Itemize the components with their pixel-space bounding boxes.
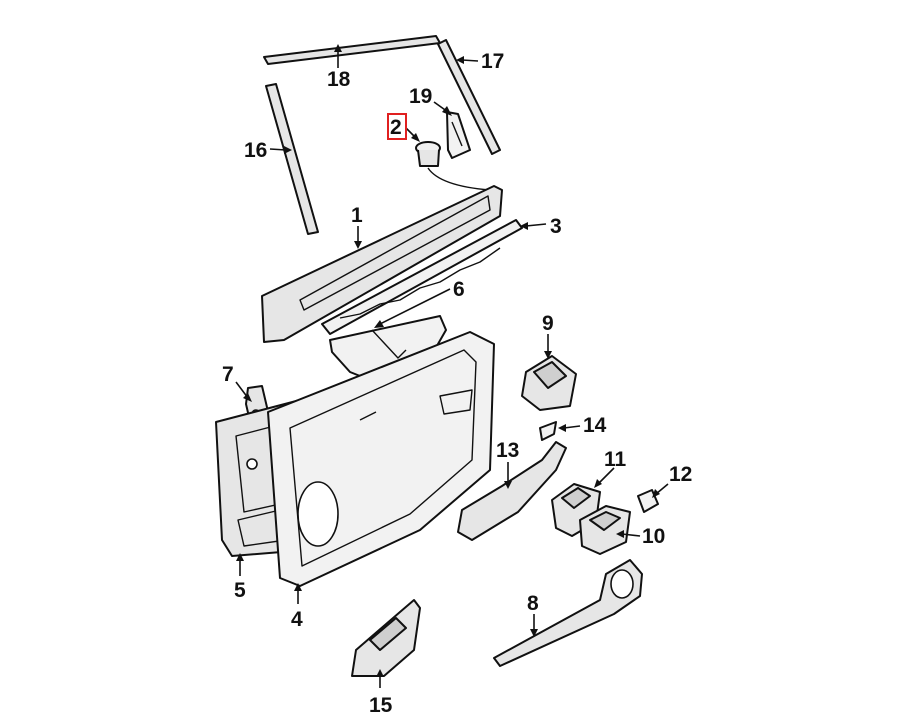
part-9-switch-housing bbox=[521, 355, 577, 411]
part-16-front-glass-run bbox=[265, 83, 319, 235]
part-19-corner-trim bbox=[446, 111, 471, 159]
callout-10: 10 bbox=[642, 525, 665, 548]
callout-17: 17 bbox=[481, 50, 504, 73]
callout-2: 2 bbox=[390, 116, 402, 139]
callout-3: 3 bbox=[550, 215, 562, 238]
callout-13: 13 bbox=[496, 439, 519, 462]
part-2-clip bbox=[415, 141, 491, 191]
part-8-pull-handle bbox=[493, 559, 643, 667]
part-10-switch-bezel bbox=[579, 505, 631, 555]
callout-16: 16 bbox=[244, 139, 267, 162]
callout-5: 5 bbox=[234, 579, 246, 602]
part-17-rear-glass-run bbox=[437, 39, 501, 155]
callout-14: 14 bbox=[583, 414, 607, 437]
callout-6: 6 bbox=[453, 278, 465, 301]
part-1-upper-trim-panel bbox=[261, 185, 503, 343]
callout-4: 4 bbox=[291, 608, 303, 631]
callout-18: 18 bbox=[327, 68, 351, 91]
part-4-door-frame bbox=[267, 331, 495, 587]
callout-9: 9 bbox=[542, 312, 554, 335]
callout-7: 7 bbox=[222, 363, 234, 386]
callout-12: 12 bbox=[669, 463, 692, 486]
part-14-small-trim bbox=[539, 421, 557, 441]
callout-labels: 1 2 3 4 5 6 7 8 9 10 11 12 13 14 15 16 1… bbox=[222, 50, 692, 717]
part-18-roof-weatherstrip bbox=[263, 35, 441, 65]
callout-19: 19 bbox=[409, 85, 432, 108]
leader-lines bbox=[235, 44, 669, 688]
callout-1: 1 bbox=[351, 204, 363, 227]
callout-8: 8 bbox=[527, 592, 539, 615]
part-13-armrest bbox=[457, 441, 567, 541]
highlight-box-callout-2 bbox=[387, 113, 407, 140]
callout-15: 15 bbox=[369, 694, 393, 717]
callout-11: 11 bbox=[604, 448, 627, 471]
part-15-switch-panel bbox=[351, 599, 421, 677]
part-3-trim-insert bbox=[321, 219, 523, 335]
